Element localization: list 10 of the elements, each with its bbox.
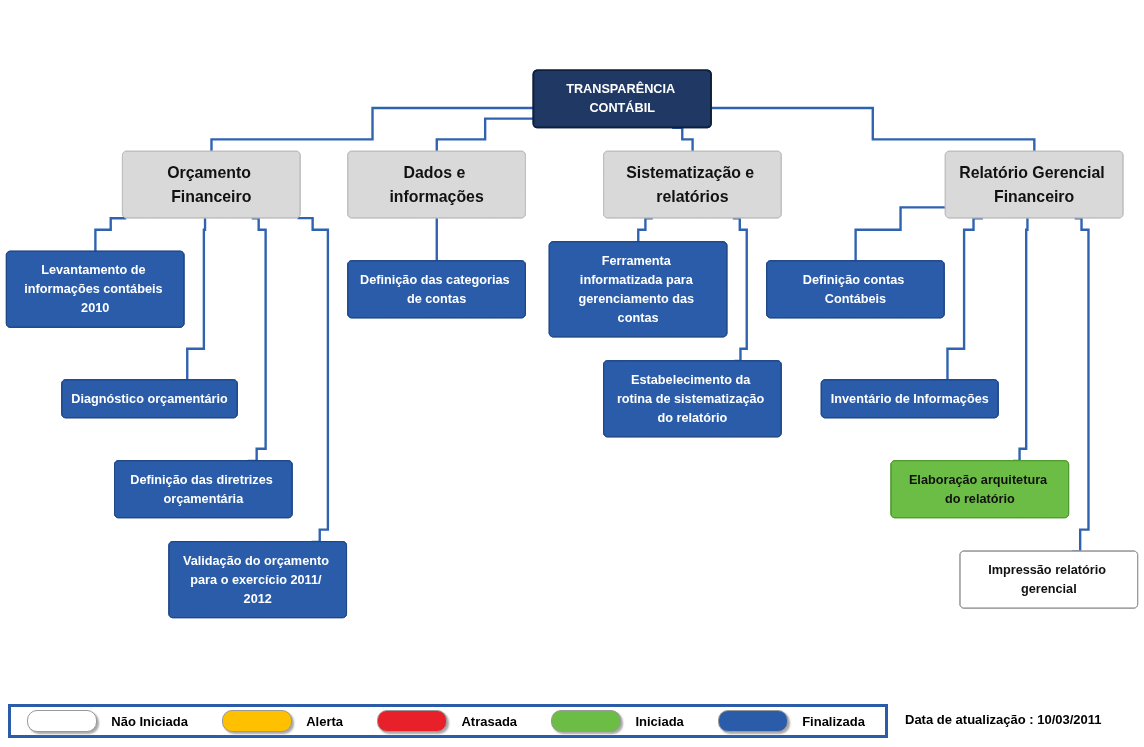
connector	[210, 106, 534, 153]
legend-text: Não Iniciada	[111, 713, 188, 729]
legend-text: Atrasada	[461, 713, 518, 729]
legend-text: Alerta	[306, 713, 344, 729]
connector	[94, 217, 127, 253]
connector	[435, 117, 534, 153]
legend-text: Finalizada	[802, 713, 865, 729]
legend-text: Iniciada	[635, 713, 684, 729]
connector	[711, 106, 1036, 153]
update-date-note: Data de atualização : 10/03/2011	[905, 712, 1102, 727]
